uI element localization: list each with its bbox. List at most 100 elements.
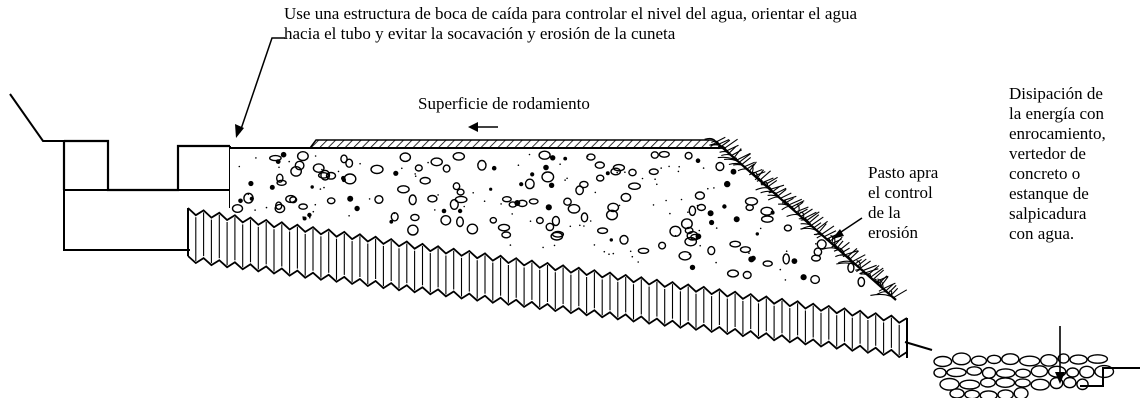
aggregate-grain — [677, 170, 680, 173]
riprap-stone — [964, 389, 980, 398]
aggregate-grain — [414, 173, 417, 175]
corrugated-pipe — [187, 207, 908, 359]
aggregate-stone — [726, 269, 740, 278]
riprap-stone — [946, 367, 967, 378]
aggregate-grain — [314, 155, 317, 157]
aggregate-stone — [658, 150, 670, 158]
riprap-stone — [933, 355, 953, 368]
aggregate-stone — [524, 178, 535, 190]
grass-blade — [768, 191, 779, 197]
aggregate-pebble — [354, 205, 360, 212]
aggregate-pebble — [393, 170, 399, 176]
aggregate-stone — [452, 151, 466, 161]
grass-blade — [733, 148, 742, 159]
riprap-stone — [995, 377, 1016, 388]
aggregate-stone — [449, 198, 459, 210]
grass-label: Pasto apra el control de la erosión — [868, 163, 938, 243]
grass-blade — [787, 198, 803, 206]
grass-blade — [870, 293, 894, 299]
grass-blade — [767, 194, 784, 202]
aggregate-grain — [748, 252, 750, 254]
aggregate-grain — [665, 199, 667, 202]
aggregate-stone — [456, 216, 465, 228]
grass-blade — [887, 284, 897, 294]
aggregate-stone — [541, 171, 555, 183]
riprap-stone — [1040, 353, 1058, 367]
grass-blade — [777, 188, 787, 197]
grass-blade — [800, 223, 817, 231]
aggregate-pebble — [722, 204, 727, 209]
aggregate-pebble — [709, 219, 715, 226]
riprap-stone — [1030, 378, 1050, 391]
aggregate-stone — [760, 206, 774, 216]
riprap-stone — [1066, 367, 1080, 378]
aggregate-stone — [312, 163, 325, 174]
aggregate-stone — [231, 203, 244, 213]
riprap-stone — [1030, 365, 1049, 378]
aggregate-grain — [254, 209, 256, 211]
pipe-top-edge — [187, 207, 908, 324]
aggregate-grain — [314, 203, 317, 206]
riprap-stone — [986, 354, 1002, 365]
aggregate-grain — [660, 167, 662, 169]
aggregate-stone — [563, 197, 572, 206]
aggregate-pebble — [545, 204, 552, 211]
grass-label-line-3: de la — [868, 203, 901, 222]
aggregate-stone — [477, 159, 487, 171]
grass-blade — [880, 276, 889, 287]
grass-blade — [885, 283, 894, 292]
aggregate-stone — [707, 245, 716, 256]
aggregate-grain — [654, 178, 656, 180]
grass-blade — [856, 260, 861, 269]
aggregate-stone — [407, 224, 419, 236]
grass-blade — [795, 206, 809, 213]
riprap-stone — [949, 388, 965, 398]
aggregate-grain — [323, 186, 325, 189]
aggregate-grain — [593, 244, 596, 246]
aggregate-pebble — [605, 171, 610, 176]
aggregate-pebble — [724, 180, 731, 188]
riprap-stone — [970, 355, 988, 367]
aggregate-grain — [517, 164, 520, 166]
aggregate-stone — [296, 151, 309, 162]
grass-blade — [774, 187, 787, 195]
grass-blade — [831, 235, 836, 246]
embankment-fill — [230, 148, 905, 300]
grass-blade — [723, 138, 738, 150]
dissipation-label-line-6: estanque de — [1009, 184, 1089, 203]
grass-blade — [728, 146, 737, 154]
aggregate-grain — [699, 244, 701, 247]
grass-blade — [818, 223, 827, 233]
aggregate-stone — [729, 240, 742, 248]
dissipation-label-line-5: concreto o — [1009, 164, 1081, 183]
aggregate-grain — [472, 192, 475, 194]
aggregate-stone — [370, 164, 384, 175]
dissipation-label-line-2: la energía con — [1009, 104, 1105, 123]
dissipation-label-line-8: con agua. — [1009, 224, 1075, 243]
erosion-grass — [704, 136, 908, 299]
aggregate-stone — [396, 185, 410, 194]
grass-blade — [786, 213, 802, 218]
aggregate-pebble — [707, 210, 714, 217]
aggregate-stone — [320, 169, 331, 181]
aggregate-pebble — [491, 165, 497, 171]
aggregate-stone — [579, 180, 589, 189]
grass-blade — [724, 158, 743, 165]
grass-blade — [772, 185, 781, 193]
riprap-stone — [1076, 378, 1089, 391]
aggregate-pebble — [543, 164, 549, 171]
aggregate-grain — [427, 161, 429, 164]
aggregate-pebble — [457, 208, 463, 214]
aggregate-grain — [401, 167, 403, 170]
aggregate-grain — [500, 203, 502, 205]
grass-blade — [852, 254, 866, 263]
aggregate-grain — [368, 198, 371, 200]
grass-blade — [849, 250, 859, 260]
riprap-stone — [959, 379, 981, 390]
grass-blade — [737, 168, 750, 172]
riprap-stone — [997, 389, 1014, 398]
aggregate-grain — [238, 165, 241, 168]
aggregate-grain — [698, 229, 701, 232]
grass-blade — [756, 179, 763, 183]
